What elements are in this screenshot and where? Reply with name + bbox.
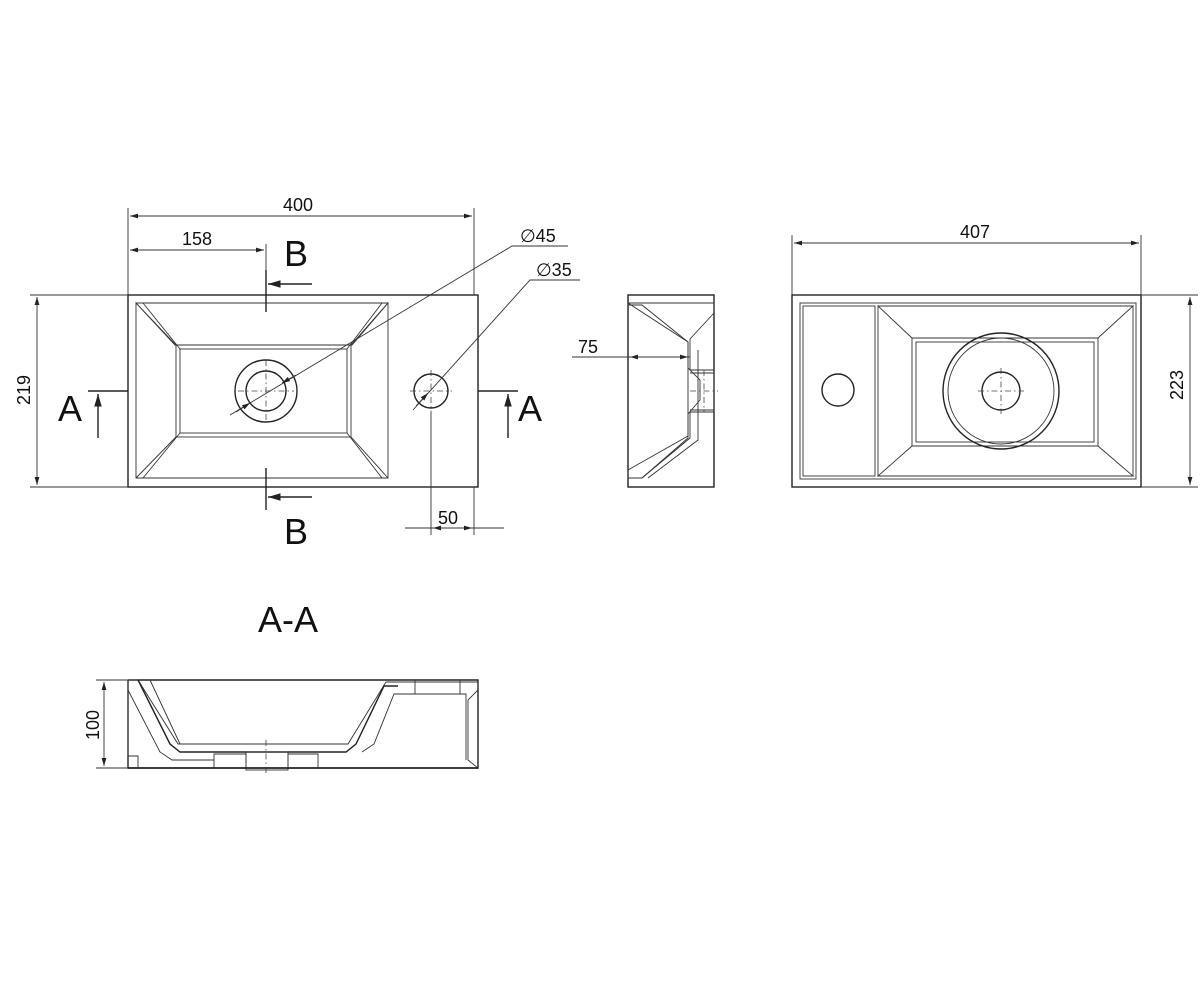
top-view-basin-outer bbox=[135, 302, 389, 479]
bottom-view: 407 223 bbox=[791, 222, 1198, 488]
dim-tap-offset: 50 bbox=[438, 508, 458, 528]
dim-bottom-depth: 223 bbox=[1167, 370, 1187, 400]
bottom-view-outline bbox=[791, 294, 1142, 488]
top-view-basin-rim bbox=[134, 302, 389, 346]
tap-deck bbox=[802, 305, 876, 477]
top-view: B B A A 400 158 219 50 ∅45 bbox=[14, 195, 580, 552]
dim-hole-offset: 158 bbox=[182, 229, 212, 249]
dim-tap-diameter: ∅35 bbox=[536, 260, 572, 280]
section-mark-a-left: A bbox=[58, 388, 82, 429]
dim-drain-diameter: ∅45 bbox=[520, 226, 556, 246]
section-mark-b-top: B bbox=[284, 233, 308, 274]
side-section-view: 75 bbox=[572, 294, 718, 488]
top-view-basin-floor bbox=[175, 344, 352, 438]
dim-section-height: 100 bbox=[83, 710, 103, 740]
bottom-drain-outer bbox=[942, 332, 1060, 450]
dim-bottom-width: 407 bbox=[960, 222, 990, 242]
section-mark-a-right: A bbox=[518, 388, 542, 429]
dim-top-width: 400 bbox=[283, 195, 313, 215]
section-aa-outline bbox=[127, 679, 479, 769]
side-section-outline bbox=[627, 294, 715, 488]
section-aa-title: A-A bbox=[258, 599, 318, 640]
section-mark-b-bottom: B bbox=[284, 511, 308, 552]
dim-top-depth: 219 bbox=[14, 375, 34, 405]
dim-side-depth: 75 bbox=[578, 337, 598, 357]
bottom-tap-hole bbox=[821, 373, 855, 407]
section-aa-view: A-A 100 bbox=[83, 599, 480, 775]
